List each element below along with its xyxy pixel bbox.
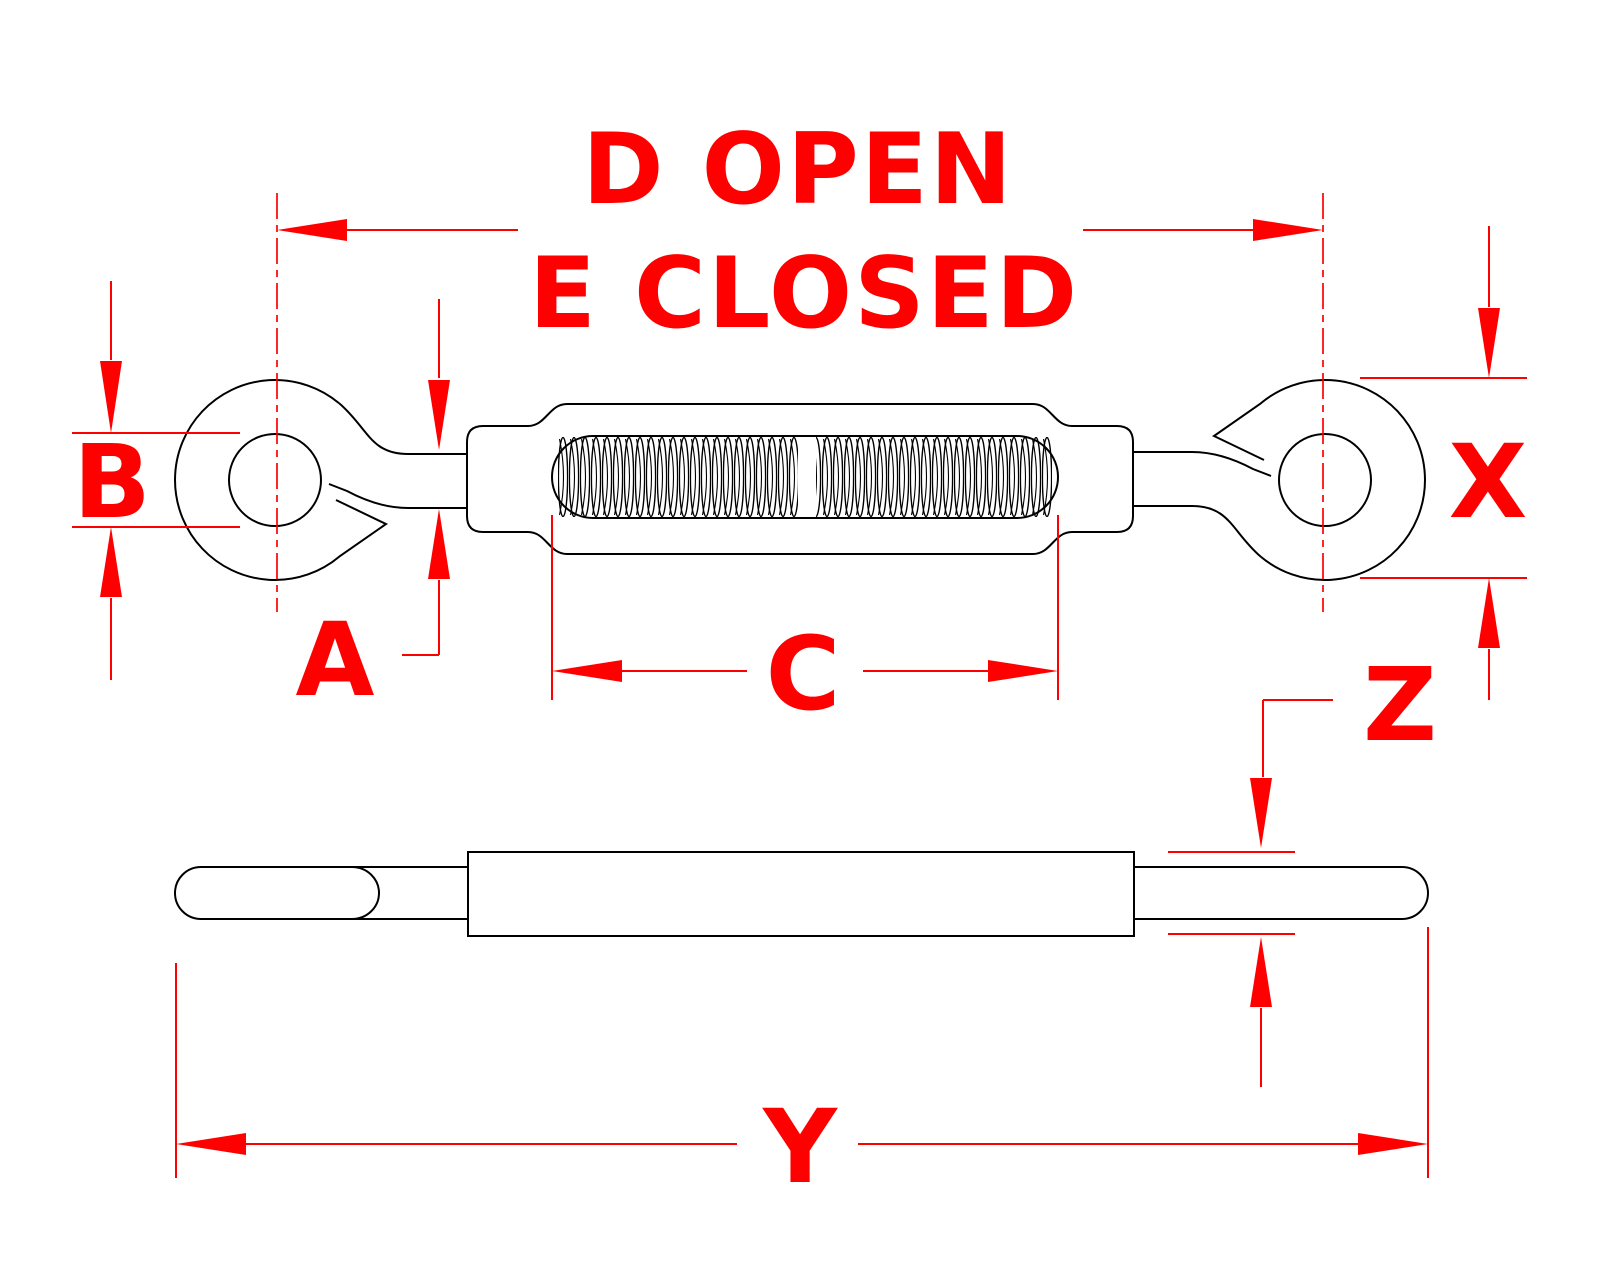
- arrow-a-bottom: [428, 509, 450, 579]
- label-dim-a: A: [296, 601, 375, 720]
- arrow-x-top: [1478, 308, 1500, 378]
- label-e-closed: E CLOSED: [529, 237, 1079, 351]
- turnbuckle-body: [466, 403, 1134, 555]
- side-view: [174, 851, 1429, 937]
- front-view: [174, 378, 1426, 581]
- arrow-b-top: [100, 361, 122, 433]
- arrow-d-right: [1253, 219, 1323, 241]
- arrow-x-bottom: [1478, 578, 1500, 648]
- side-body: [467, 851, 1135, 937]
- side-left-eye: [174, 866, 468, 920]
- arrow-y-left: [176, 1133, 246, 1155]
- arrow-b-bottom: [100, 527, 122, 597]
- arrow-c-left: [552, 660, 622, 682]
- arrow-y-right: [1358, 1133, 1428, 1155]
- dim-labels: D OPEN E CLOSED B A C X Z Y: [73, 113, 1527, 1207]
- arrow-z-top: [1250, 778, 1272, 848]
- arrow-d-left: [277, 219, 347, 241]
- left-eye: [174, 378, 469, 581]
- dim-arrows: [100, 219, 1500, 1155]
- arrow-a-top: [428, 380, 450, 450]
- dim-lines: [72, 226, 1527, 1178]
- centerlines: [276, 193, 1324, 612]
- side-left-eye-end-arc: [351, 866, 380, 920]
- right-eye: [1131, 379, 1426, 581]
- label-dim-c: C: [766, 615, 841, 734]
- arrow-c-right: [988, 660, 1058, 682]
- dimension-annotations: D OPEN E CLOSED B A C X Z Y: [72, 113, 1527, 1207]
- arrow-z-bottom: [1250, 937, 1272, 1007]
- label-dim-y: Y: [762, 1088, 838, 1207]
- label-dim-b: B: [73, 423, 151, 542]
- label-dim-x: X: [1449, 423, 1528, 542]
- label-d-open: D OPEN: [582, 113, 1014, 227]
- label-dim-z: Z: [1363, 646, 1437, 765]
- threads-left: [558, 437, 798, 517]
- threads-right: [816, 437, 1052, 517]
- part-geometry: [174, 378, 1429, 937]
- side-right-rod: [1134, 866, 1429, 920]
